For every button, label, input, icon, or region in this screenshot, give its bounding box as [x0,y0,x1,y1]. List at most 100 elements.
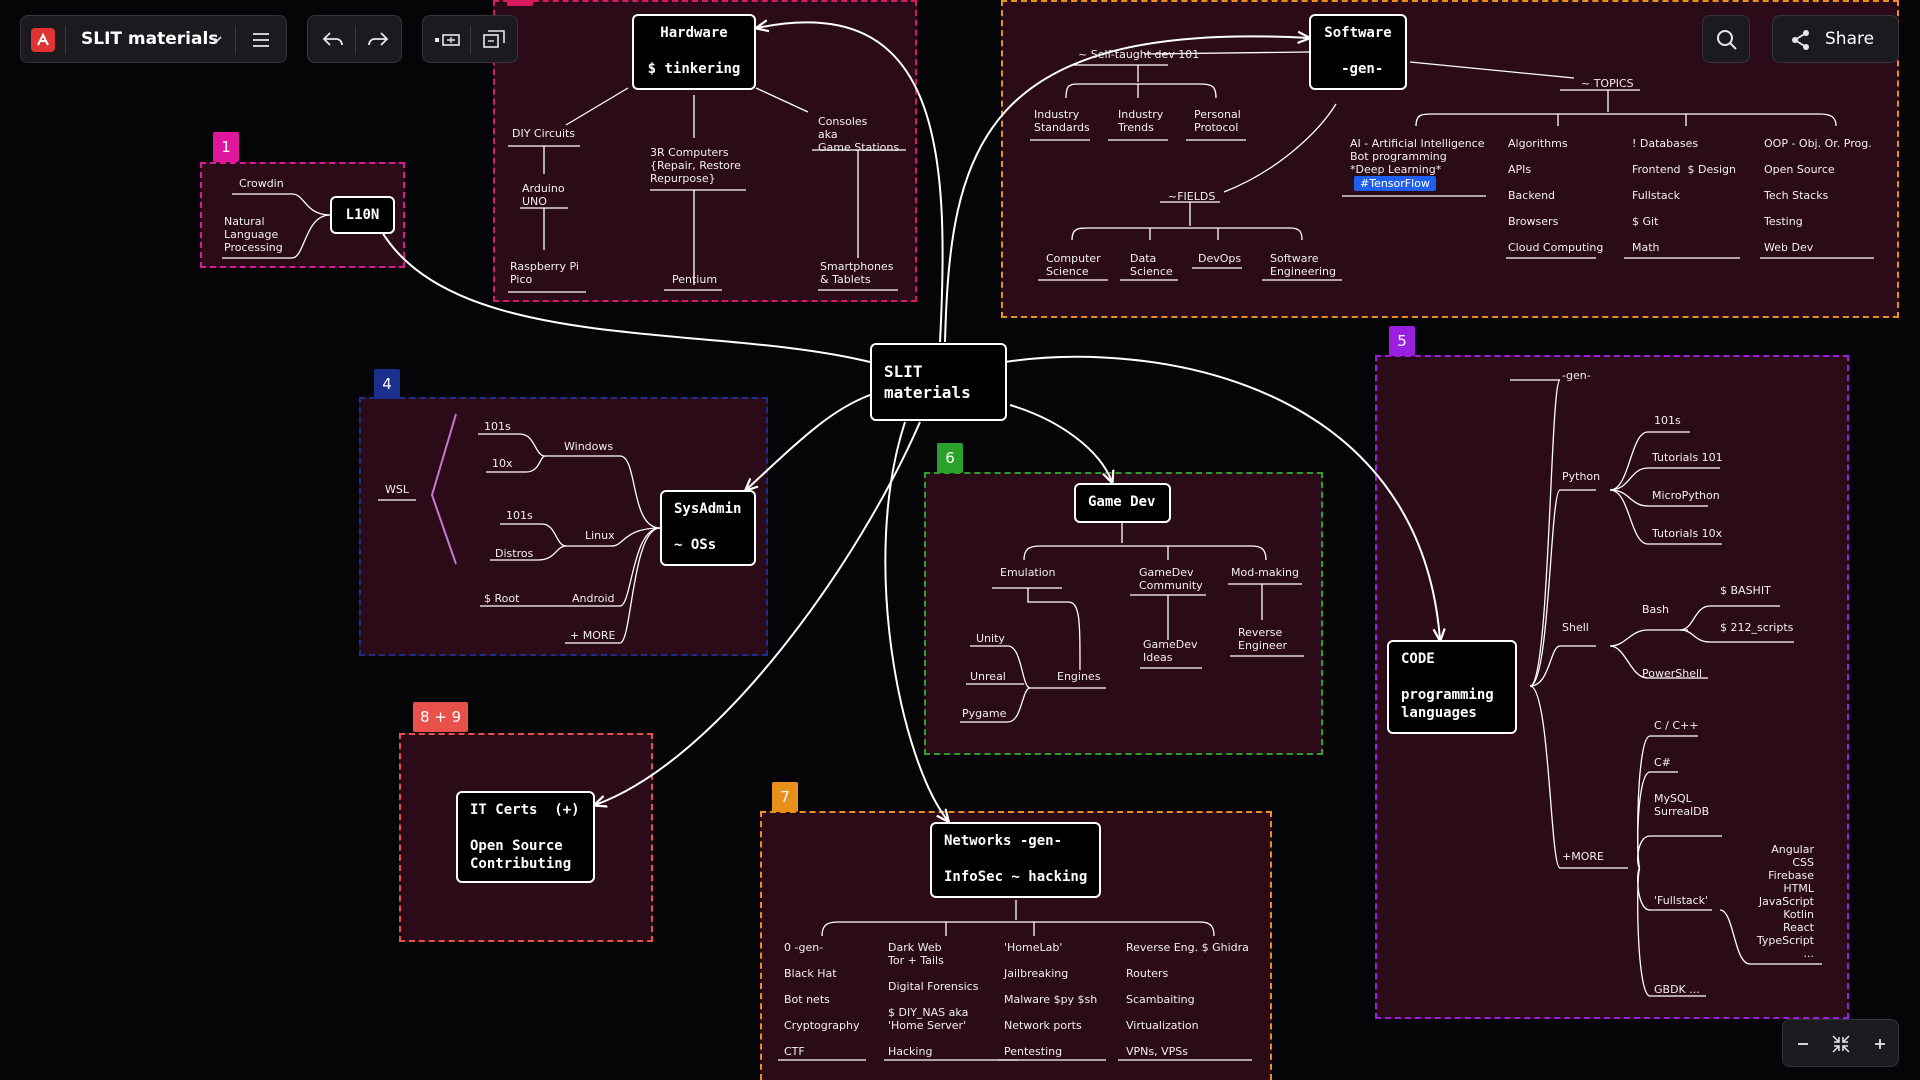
node-networks[interactable]: Networks -gen- InfoSec ~ hacking [930,822,1101,898]
label-tutorials-101: Tutorials 101 [1652,451,1723,464]
board-title[interactable]: SLIT materials [81,29,219,49]
label-unity: Unity [976,632,1005,645]
label-gbdk: GBDK ... [1654,983,1700,996]
label-212-scripts: $ 212_scripts [1720,621,1794,634]
node-l10n[interactable]: L10N [330,196,395,234]
label-industry-trends: Industry Trends [1118,108,1164,134]
label-emulation: Emulation [1000,566,1056,579]
search-icon [1715,28,1739,52]
excalidraw-logo-icon[interactable] [31,28,55,52]
label-code-gen: -gen- [1562,369,1591,382]
label-shell: Shell [1562,621,1589,634]
label-mod-making: Mod-making [1231,566,1300,579]
share-label: Share [1825,29,1875,49]
label-industry-standards: Industry Standards [1034,108,1090,134]
label-windows-101s: 101s [484,420,511,433]
label-diy-circuits: DIY Circuits [512,127,576,140]
label-digital-forensics: Digital Forensics [888,980,979,993]
badge-7: 7 [772,782,798,812]
label-dark-web: Dark Web Tor + Tails [888,941,944,967]
node-code[interactable]: CODE programming languages [1387,640,1517,734]
label-raspberry-pi: Raspberry Pi Pico [510,260,579,286]
badge-5: 5 [1389,326,1415,356]
minus-icon[interactable] [1791,1032,1815,1056]
hamburger-menu-icon[interactable] [249,28,273,52]
label-ai: AI - Artificial Intelligence Bot program… [1350,137,1485,176]
label-3r-computers: 3R Computers {Repair, Restore Repurpose} [650,146,741,185]
share-button[interactable]: Share [1772,15,1899,63]
label-code-more: +MORE [1562,850,1604,863]
label-topics-col2: Algorithms APIs Backend Browsers Cloud C… [1508,137,1604,254]
label-networks-col4: Reverse Eng. $ Ghidra Routers Scambaitin… [1126,941,1249,1058]
label-diy-nas: $ DIY_NAS aka 'Home Server' [888,1006,969,1032]
label-personal-protocol: Personal Protocol [1194,108,1241,134]
label-gamedev-ideas: GameDev Ideas [1143,638,1198,664]
badge-hardware [507,0,533,6]
frames-panel-icon[interactable] [479,27,509,53]
label-windows: Windows [564,440,614,453]
label-root: $ Root [484,592,520,605]
label-arduino: Arduino UNO [522,182,565,208]
label-windows-10x: 10x [492,457,513,470]
label-pentium: Pentium [672,273,718,286]
label-smartphones: Smartphones & Tablets [820,260,894,286]
node-sysadmin[interactable]: SysAdmin ~ OSs [660,490,756,566]
redo-icon[interactable] [365,27,391,53]
label-bashit: $ BASHIT [1720,584,1771,597]
label-software-engineering: Software Engineering [1270,252,1336,278]
label-distros: Distros [495,547,534,560]
label-micropython: MicroPython [1652,489,1720,502]
label-fullstack-list: Angular CSS Firebase HTML JavaScript Kot… [1756,843,1814,960]
label-nlp: Natural Language Processing [224,215,283,254]
badge-1: 1 [213,132,239,162]
label-consoles: Consoles aka Game Stations [818,115,900,154]
label-computer-science: Computer Science [1046,252,1101,278]
badge-4: 4 [374,369,400,399]
undo-icon[interactable] [320,27,346,53]
label-networks-col3: 'HomeLab' Jailbreaking Malware $py $sh N… [1004,941,1098,1058]
label-reverse-engineer: Reverse Engineer [1238,626,1287,652]
node-software[interactable]: Software -gen- [1309,14,1407,90]
search-button[interactable] [1702,15,1750,63]
label-csharp: C# [1654,756,1671,769]
label-hacking: Hacking [888,1045,933,1058]
add-frame-icon[interactable] [433,27,463,53]
node-hardware[interactable]: Hardware $ tinkering [632,14,756,90]
label-python: Python [1562,470,1601,483]
label-self-taught: ~ Self-taught dev 101 [1078,48,1200,61]
label-c-cpp: C / C++ [1654,719,1699,732]
label-topics-col4: OOP - Obj. Or. Prog. Open Source Tech St… [1764,137,1872,254]
badge-8-9: 8 + 9 [413,702,469,732]
zoom-controls [1782,1019,1899,1067]
label-gamedev-community: GameDev Community [1139,566,1203,592]
plus-icon[interactable] [1868,1032,1892,1056]
label-topics: ~ TOPICS [1581,77,1634,90]
label-linux: Linux [585,529,615,542]
label-linux-101s: 101s [506,509,533,522]
share-icon [1789,28,1813,52]
label-mysql: MySQL SurrealDB [1654,792,1710,818]
label-engines: Engines [1057,670,1101,683]
label-python-101s: 101s [1654,414,1681,427]
label-android: Android [572,592,615,605]
label-bash: Bash [1642,603,1669,616]
label-sysadmin-more: + MORE [570,629,616,642]
label-devops: DevOps [1198,252,1242,265]
frame-tools-bar [422,15,518,63]
node-gamedev[interactable]: Game Dev [1074,483,1171,523]
label-networks-col1: 0 -gen- Black Hat Bot nets Cryptography … [784,941,860,1058]
chevron-down-icon[interactable] [207,30,225,48]
label-topics-col3: ! Databases Frontend $ Design Fullstack … [1632,137,1737,254]
label-tutorials-10x: Tutorials 10x [1652,527,1723,540]
tag-tensorflow[interactable]: #TensorFlow [1354,176,1436,191]
badge-6: 6 [937,443,963,473]
label-data-science: Data Science [1130,252,1173,278]
node-it-certs[interactable]: IT Certs (+) Open Source Contributing [456,791,595,883]
label-crowdin: Crowdin [239,177,284,190]
label-pygame: Pygame [962,707,1007,720]
collapse-icon[interactable] [1829,1032,1853,1056]
main-menu-bar: SLIT materials [20,15,287,63]
node-center-slit-materials[interactable]: SLIT materials [870,343,1007,421]
label-unreal: Unreal [970,670,1006,683]
